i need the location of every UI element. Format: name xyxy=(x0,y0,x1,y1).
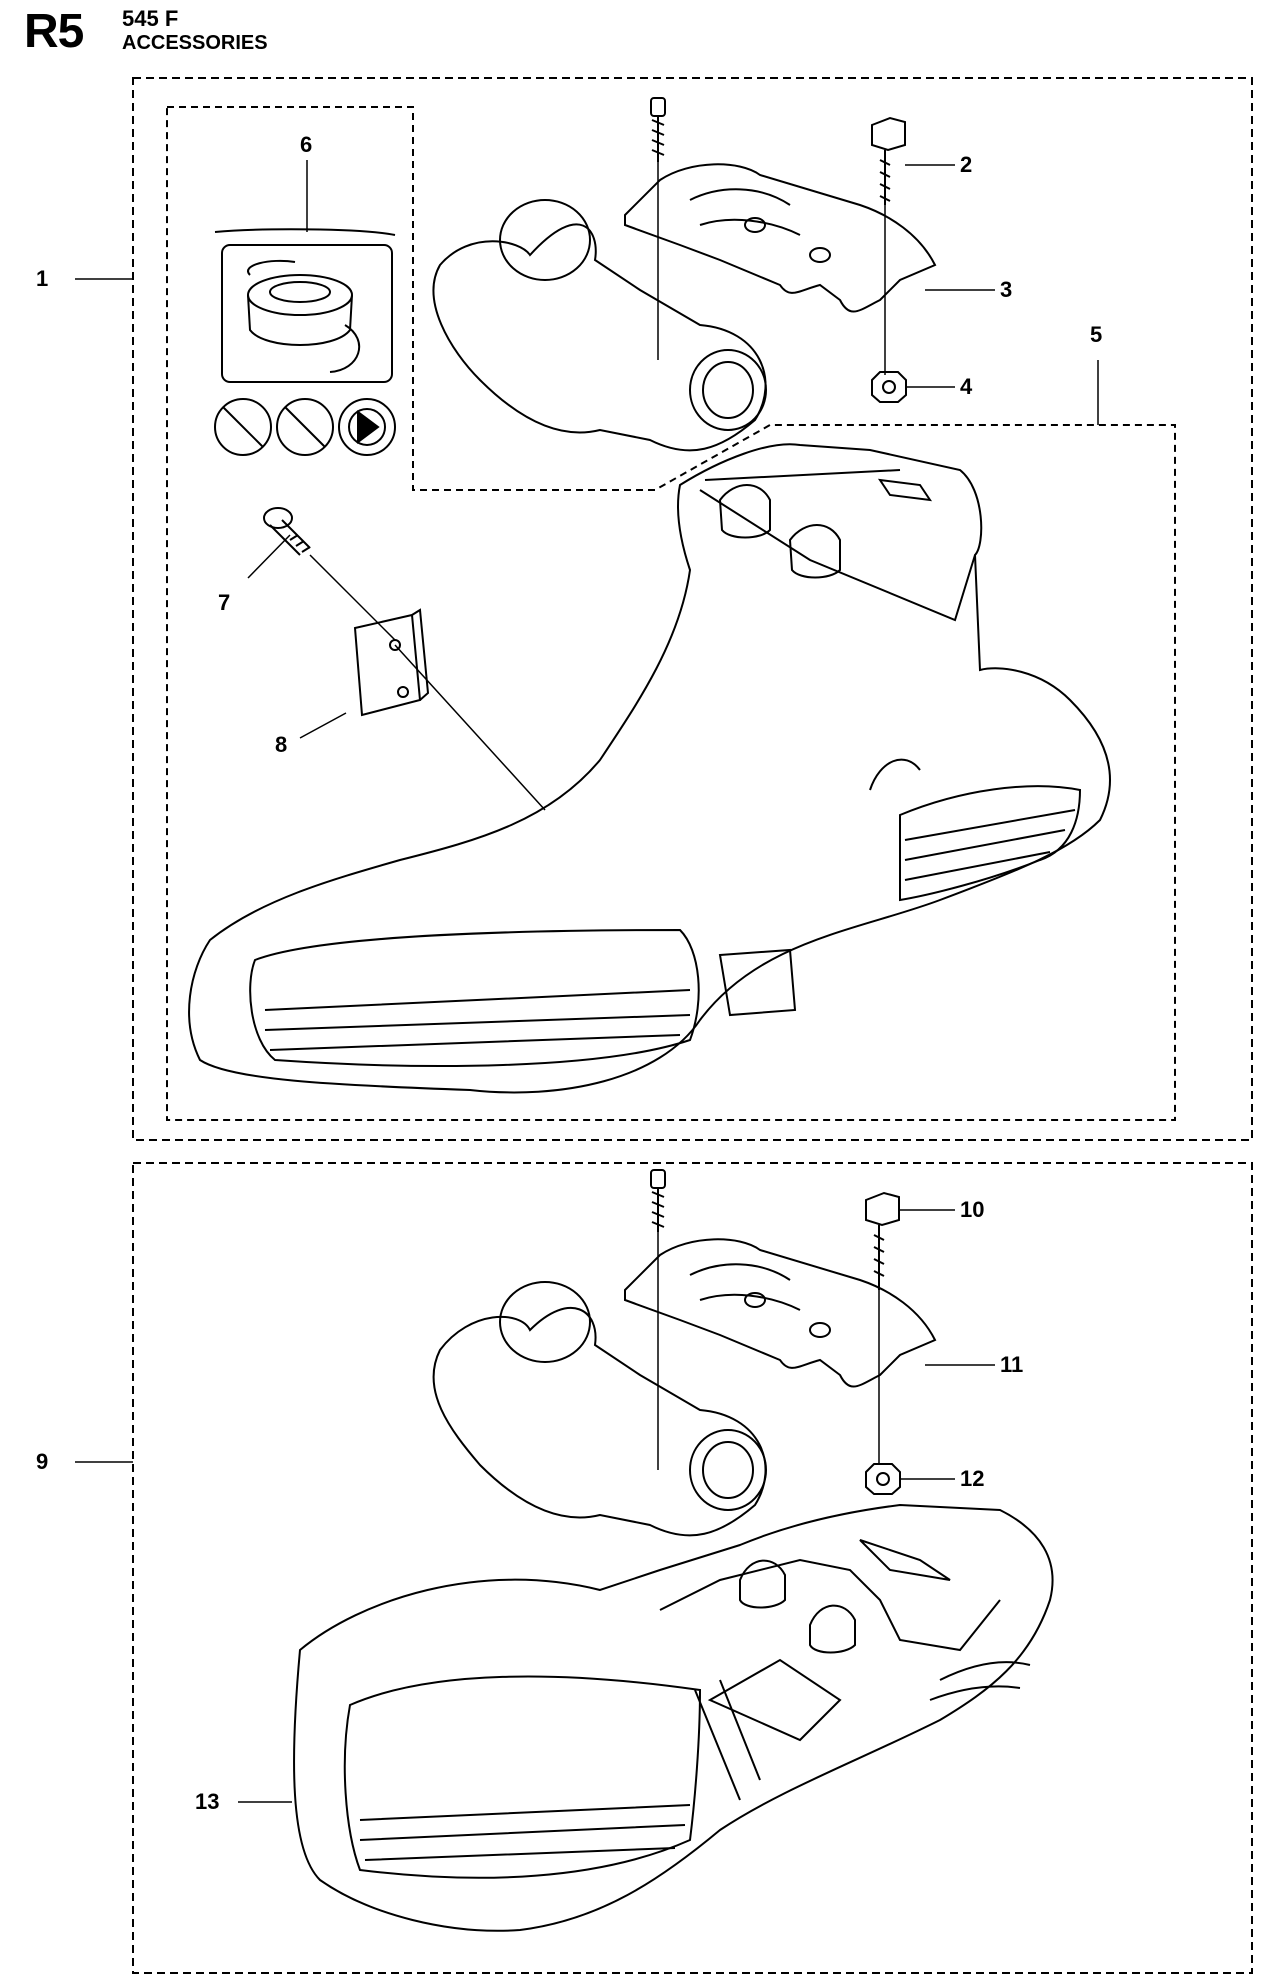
callout-11: 11 xyxy=(1000,1352,1024,1377)
no-blade-icon xyxy=(338,398,396,456)
leader-lines xyxy=(75,160,1099,1803)
kit-5-frame xyxy=(166,106,1176,1121)
callout-2: 2 xyxy=(960,152,973,177)
callout-9: 9 xyxy=(36,1449,49,1474)
callout-8: 8 xyxy=(275,732,288,757)
page-title: ACCESSORIES xyxy=(122,32,268,54)
no-symbol-icon xyxy=(276,398,334,456)
screw-and-plate xyxy=(263,507,546,811)
clamp-assembly-lower xyxy=(432,1169,937,1537)
callout-13: 13 xyxy=(195,1789,220,1814)
trimmer-head-icon-group xyxy=(214,228,396,456)
callout-6: 6 xyxy=(300,132,313,157)
kit-1-frame xyxy=(132,77,1253,1141)
callout-1: 1 xyxy=(36,266,49,291)
callout-12: 12 xyxy=(960,1466,985,1491)
model-name: 545 F xyxy=(122,6,179,31)
callout-5: 5 xyxy=(1090,322,1103,347)
trimmer-guard-upper xyxy=(188,443,1111,1094)
no-symbol-icon xyxy=(214,398,272,456)
callout-3: 3 xyxy=(1000,277,1013,302)
callout-4: 4 xyxy=(960,374,973,399)
trimmer-guard-lower xyxy=(293,1503,1054,1932)
clamp-assembly-upper xyxy=(432,97,937,452)
callout-7: 7 xyxy=(218,590,231,615)
page-code: R5 xyxy=(24,5,84,58)
kit-9-frame xyxy=(132,1162,1253,1974)
callout-10: 10 xyxy=(960,1197,985,1222)
